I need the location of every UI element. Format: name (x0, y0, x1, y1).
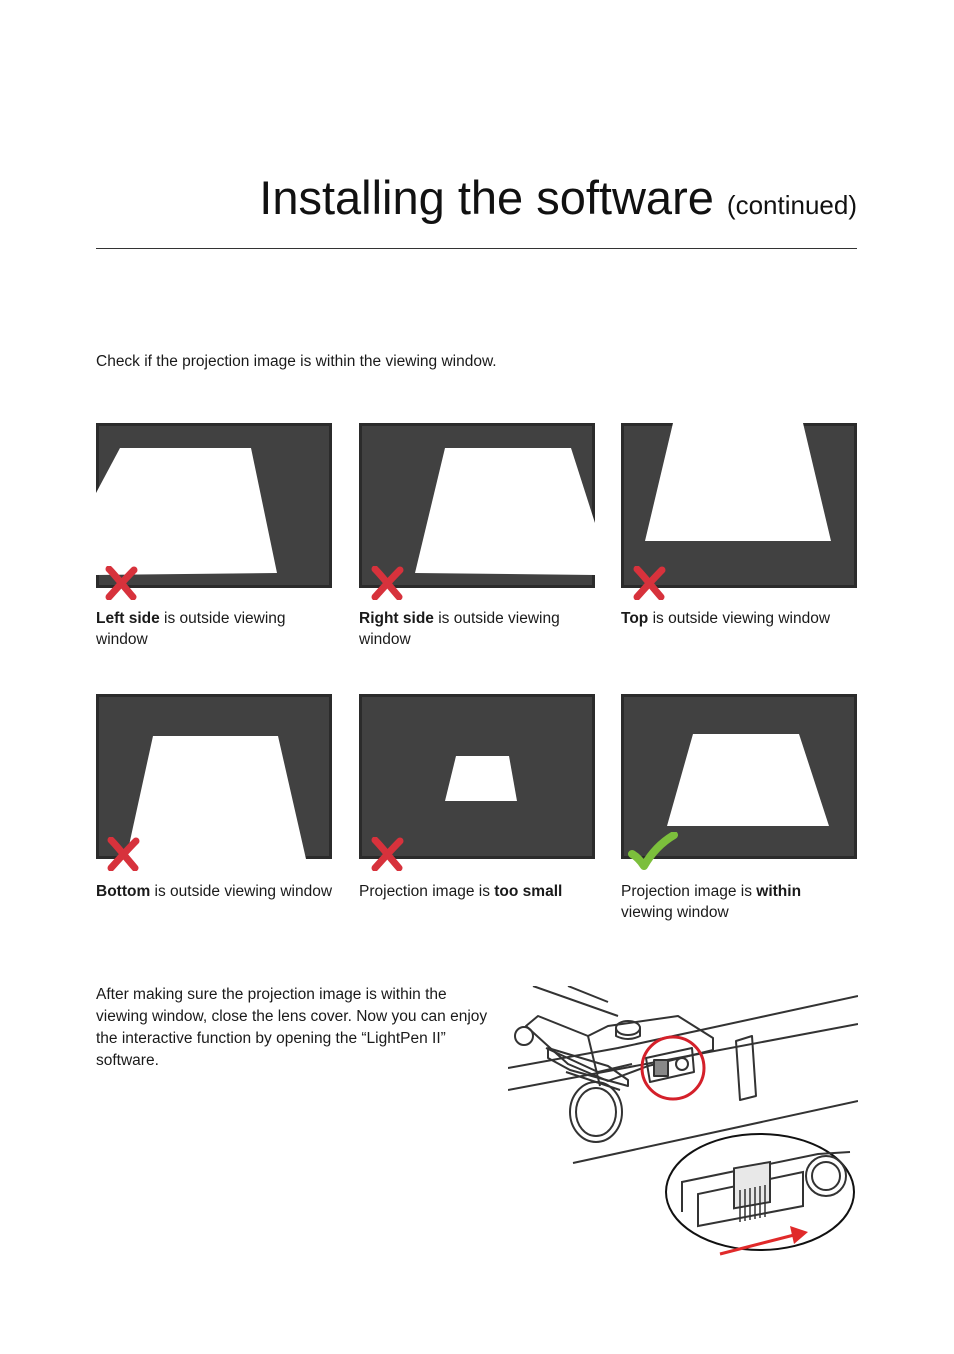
red-cross-icon (371, 566, 404, 600)
panel-right-side-outside (359, 423, 595, 588)
panel-top-outside (621, 423, 857, 588)
intro-text: Check if the projection image is within … (96, 353, 497, 370)
red-cross-icon (107, 837, 140, 871)
panel-within (621, 694, 857, 859)
caption-right-side: Right side is outside viewing window (359, 610, 560, 648)
highlight-circle (640, 1035, 706, 1101)
panel-bottom-outside (96, 694, 332, 859)
page-title-main: Installing the software (259, 171, 714, 224)
title-divider (96, 248, 857, 249)
caption-too-small: Projection image is too small (359, 883, 563, 900)
panel-left-side-outside (96, 423, 332, 588)
caption-top: Top is outside viewing window (621, 610, 831, 627)
panel-too-small (359, 694, 595, 859)
caption-bottom: Bottom is outside viewing window (96, 883, 333, 900)
red-cross-icon (633, 566, 666, 600)
red-cross-icon (371, 837, 404, 871)
page-title-continued: (continued) (726, 190, 857, 220)
caption-within: Projection image is within viewing windo… (621, 883, 802, 921)
red-cross-icon (105, 566, 138, 600)
closing-instruction: After making sure the projection image i… (96, 986, 488, 1069)
green-check-icon (628, 832, 678, 870)
lens-cover-illustration (508, 986, 858, 1256)
page-title: Installing the software (continued) (259, 168, 857, 235)
caption-left-side: Left side is outside viewing window (96, 610, 286, 648)
